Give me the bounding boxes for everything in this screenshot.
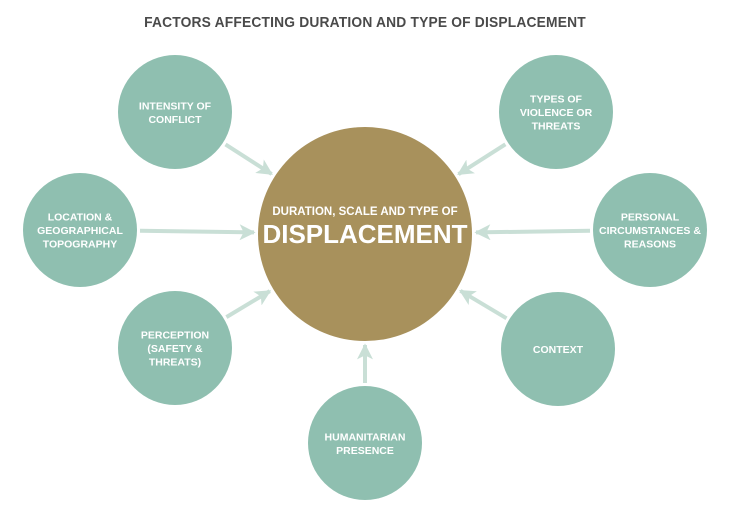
factor-label-intensity-of-conflict-line-1: INTENSITY OF xyxy=(139,100,212,112)
center-node: DURATION, SCALE AND TYPE OF DISPLACEMENT xyxy=(258,127,472,341)
arrows-layer xyxy=(139,142,591,383)
factor-circle-types-of-violence xyxy=(499,55,613,169)
factor-label-location-topography-line-2: GEOGRAPHICAL xyxy=(37,225,123,237)
center-subtitle: DURATION, SCALE AND TYPE OF xyxy=(272,206,457,218)
factor-circle-intensity-of-conflict xyxy=(118,55,232,169)
arrow-perception xyxy=(225,289,272,319)
factor-label-personal-circumstances-line-1: PERSONAL xyxy=(621,212,680,224)
factor-circle-context xyxy=(501,292,615,406)
factor-node-perception: PERCEPTION(SAFETY & THREATS) xyxy=(118,291,232,405)
factor-node-location-topography: LOCATION &GEOGRAPHICAL TOPOGRAPHY xyxy=(23,173,137,287)
arrow-location-topography xyxy=(139,224,256,241)
factor-circle-perception xyxy=(118,291,232,405)
factor-circle-personal-circumstances xyxy=(593,173,707,287)
factor-node-humanitarian-presence: HUMANITARIAN PRESENCE xyxy=(308,386,422,500)
factor-label-types-of-violence-line-3: THREATS xyxy=(532,121,581,133)
factor-label-perception-line-3: THREATS) xyxy=(149,357,201,369)
factor-node-context: CONTEXT xyxy=(501,292,615,406)
arrow-intensity-of-conflict xyxy=(224,142,273,176)
arrow-types-of-violence xyxy=(457,142,507,176)
factor-label-types-of-violence-line-1: TYPES OF xyxy=(530,94,583,106)
diagram-title: FACTORS AFFECTING DURATION AND TYPE OF D… xyxy=(144,14,586,31)
factor-label-types-of-violence-line-2: VIOLENCE OR xyxy=(520,107,593,119)
arrow-personal-circumstances xyxy=(474,224,591,241)
factor-label-humanitarian-presence-line-1: HUMANITARIAN xyxy=(325,431,406,443)
factor-circle-humanitarian-presence xyxy=(308,386,422,500)
factor-circle-location-topography xyxy=(23,173,137,287)
factor-label-location-topography-line-1: LOCATION & xyxy=(48,212,113,224)
factor-label-personal-circumstances-line-3: REASONS xyxy=(624,239,676,251)
factor-label-location-topography-line-3: TOPOGRAPHY xyxy=(43,239,117,251)
factor-node-intensity-of-conflict: INTENSITY OF CONFLICT xyxy=(118,55,232,169)
factor-label-humanitarian-presence-line-2: PRESENCE xyxy=(336,445,394,457)
center-title: DISPLACEMENT xyxy=(262,219,467,249)
factor-label-intensity-of-conflict-line-2: CONFLICT xyxy=(148,114,202,126)
arrow-context xyxy=(459,289,508,321)
center-circle xyxy=(258,127,472,341)
factor-label-perception-line-1: PERCEPTION xyxy=(141,330,209,342)
factor-label-perception-line-2: (SAFETY & xyxy=(147,343,203,355)
factor-label-context-line-1: CONTEXT xyxy=(533,344,584,356)
factor-label-personal-circumstances-line-2: CIRCUMSTANCES & xyxy=(599,225,701,237)
